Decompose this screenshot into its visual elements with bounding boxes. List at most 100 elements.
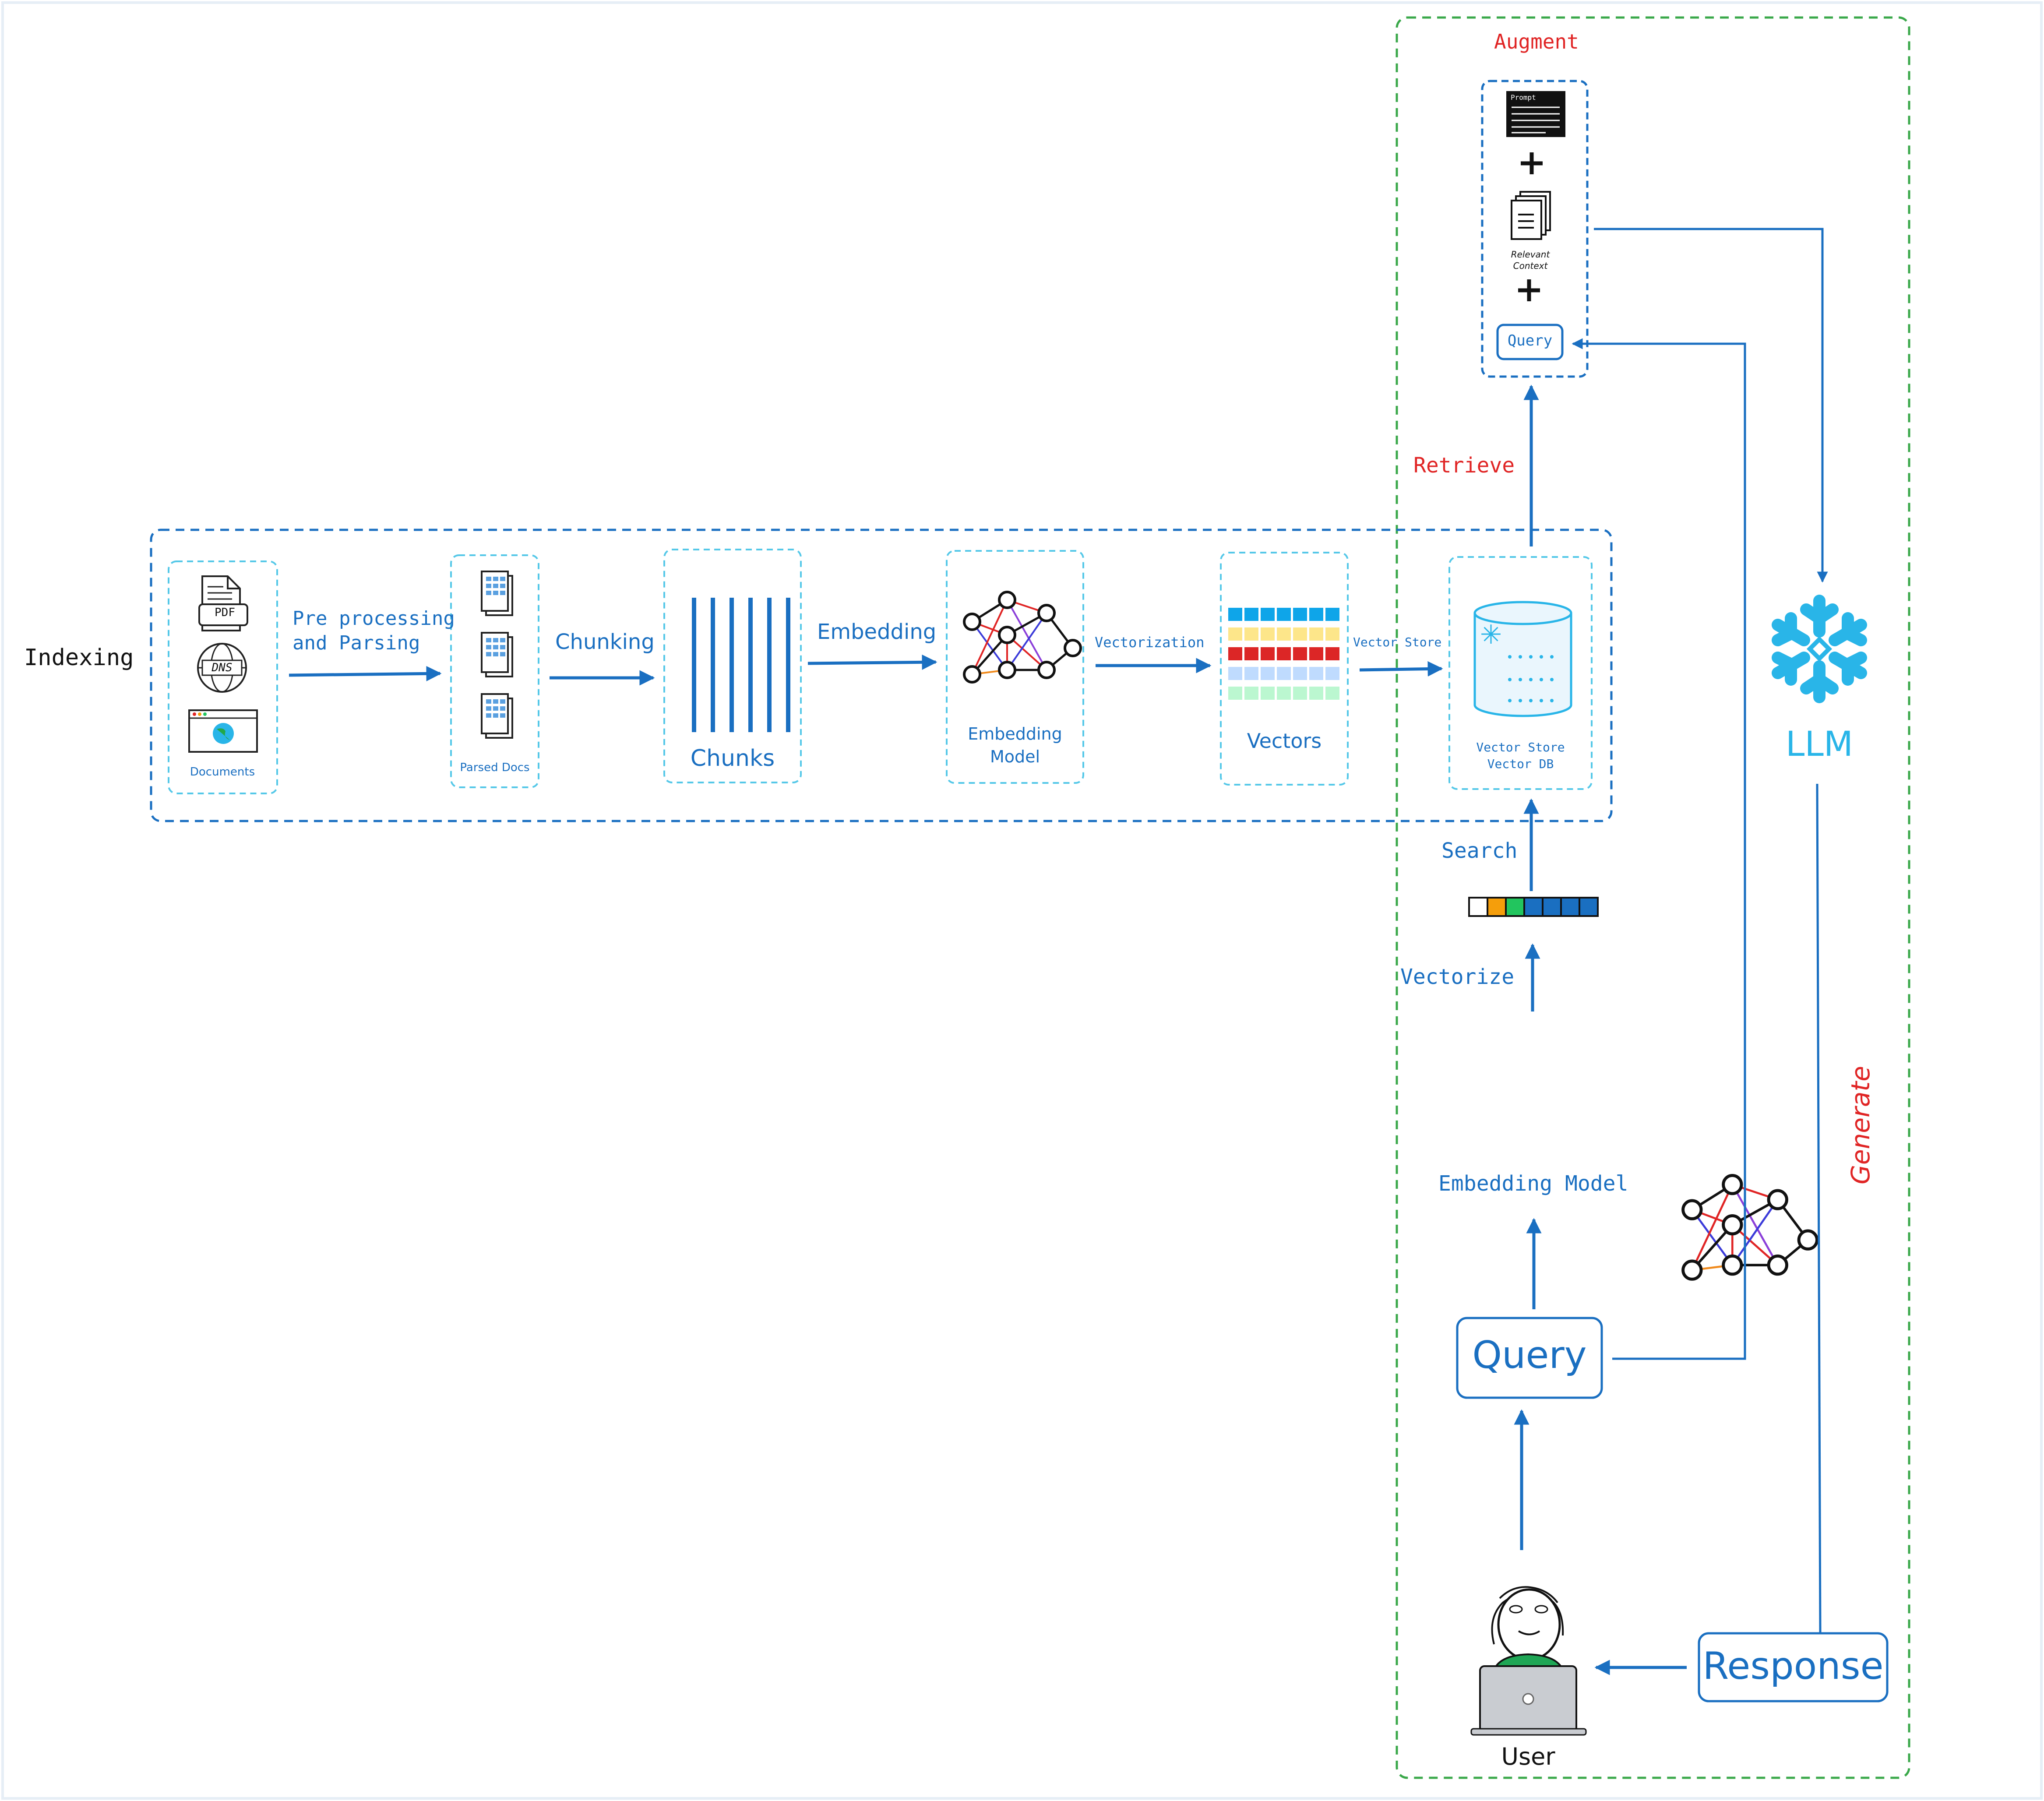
vector-cell [1244, 667, 1258, 680]
documents-box [168, 560, 278, 794]
vector-cell [1277, 608, 1291, 621]
browser-icon [188, 709, 258, 753]
query-vector-cell [1468, 897, 1488, 917]
vector-cell [1244, 608, 1258, 621]
vector-store-arrow-label: Vector Store [1353, 635, 1442, 649]
embedding-model-label: Embedding Model [968, 724, 1062, 766]
pdf-icon [198, 575, 248, 631]
vector-cell [1277, 687, 1291, 700]
vector-cell [1244, 627, 1258, 641]
query-vector-cell [1579, 897, 1599, 917]
vector-cell [1293, 687, 1307, 700]
augment-to-llm-arrow [1594, 228, 1828, 583]
vectors-grid [1228, 608, 1339, 700]
query-label[interactable]: Query [1472, 1333, 1587, 1377]
vectors-label: Vectors [1247, 729, 1322, 753]
response-label[interactable]: Response [1702, 1644, 1884, 1688]
plus-icon [1521, 152, 1543, 174]
generate-label: Generate [1846, 1066, 1875, 1184]
chunks-label: Chunks [690, 745, 775, 772]
vectorization-label: Vectorization [1095, 634, 1205, 651]
vector-cell [1261, 687, 1275, 700]
preprocessing-label: Pre processing and Parsing [293, 607, 455, 654]
indexing-arrows [289, 654, 1443, 686]
vector-cell [1293, 667, 1307, 680]
relevant-context-label: Relevant Context [1511, 249, 1550, 271]
prompt-label: Prompt [1511, 93, 1536, 102]
vector-cell [1325, 647, 1339, 660]
response-box[interactable] [1698, 1632, 1889, 1702]
vector-store-box [1448, 556, 1593, 790]
retrieve-label: Retrieve [1413, 453, 1515, 478]
parsed-docs-label: Parsed Docs [460, 761, 530, 774]
dns-globe-icon [197, 643, 247, 693]
user-avatar [1470, 1586, 1587, 1736]
vector-cell [1325, 667, 1339, 680]
augment-box [1481, 80, 1589, 378]
chunks-box [663, 549, 802, 783]
augment-query-label: Query [1507, 332, 1553, 349]
documents-label: Documents [190, 765, 255, 779]
vector-cell [1325, 687, 1339, 700]
vector-store-label: Vector Store Vector DB [1476, 740, 1565, 771]
vector-cell [1293, 647, 1307, 660]
query-to-augment-arrow [1572, 338, 1746, 1360]
vector-cell [1261, 608, 1275, 621]
vector-cell [1325, 627, 1339, 641]
llm-label: LLM [1785, 725, 1854, 764]
query-vector-cell [1523, 897, 1544, 917]
query-vector-cell [1487, 897, 1507, 917]
vector-cell [1228, 687, 1242, 700]
vectorize-label: Vectorize [1400, 965, 1515, 989]
vector-cell [1261, 667, 1275, 680]
prompt-icon [1506, 91, 1565, 137]
vector-cell [1277, 667, 1291, 680]
vector-cell [1244, 687, 1258, 700]
vector-cell [1309, 667, 1323, 680]
query-box[interactable] [1456, 1317, 1603, 1399]
parsed-doc-icon [481, 632, 513, 677]
vector-cell [1309, 687, 1323, 700]
snowflake-icon [1772, 595, 1867, 703]
plus-icon [1518, 279, 1540, 301]
vector-cell [1277, 627, 1291, 641]
vector-cell [1325, 608, 1339, 621]
pdf-label: PDF [215, 606, 235, 619]
user-label: User [1501, 1743, 1555, 1770]
context-docs-icon [1511, 191, 1551, 240]
vector-cell [1228, 667, 1242, 680]
query-embedding-model-label: Embedding Model [1438, 1171, 1628, 1196]
vector-cell [1261, 627, 1275, 641]
parsed-doc-icon [481, 693, 513, 739]
vector-cell [1228, 647, 1242, 660]
indexing-label: Indexing [24, 645, 134, 671]
database-icon: ✳ [1473, 601, 1572, 717]
llm-to-response-line [1816, 783, 1822, 1633]
vector-cell [1261, 647, 1275, 660]
vectors-box [1220, 552, 1349, 786]
neural-network-icon [964, 592, 1081, 682]
vector-cell [1293, 608, 1307, 621]
query-flow-arrows [1514, 384, 1687, 1675]
chunk-bars [692, 598, 790, 732]
vector-cell [1244, 647, 1258, 660]
augment-query-box [1496, 324, 1564, 360]
query-vector-cell [1560, 897, 1580, 917]
vector-cell [1309, 627, 1323, 641]
query-vector-cell [1505, 897, 1525, 917]
indexing-panel [150, 529, 1613, 822]
neural-network-icon [1683, 1175, 1817, 1279]
query-pipeline-panel [1396, 16, 1910, 1779]
svg-text:✳: ✳ [1480, 620, 1502, 650]
vector-cell [1277, 647, 1291, 660]
vector-cell [1309, 647, 1323, 660]
dns-label: DNS [211, 661, 233, 674]
parsed-doc-icon [481, 571, 513, 616]
embedding-model-box [946, 550, 1084, 784]
chunking-label: Chunking [555, 630, 655, 654]
augment-label: Augment [1494, 30, 1579, 53]
search-label: Search [1441, 839, 1518, 863]
vector-cell [1309, 608, 1323, 621]
